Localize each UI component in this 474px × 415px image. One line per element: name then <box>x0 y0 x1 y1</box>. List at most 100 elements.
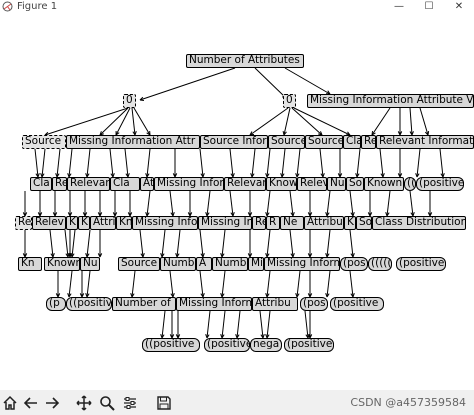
maximize-button[interactable]: ☐ <box>424 1 434 12</box>
forward-button[interactable] <box>42 393 62 412</box>
edge-arrowhead <box>350 212 355 217</box>
tree-node: A <box>196 257 212 271</box>
home-button[interactable] <box>0 393 20 412</box>
tree-node: Attribu <box>304 216 344 230</box>
tree-edge <box>56 148 61 178</box>
tree-edge <box>254 67 287 99</box>
tree-node: Re <box>52 177 67 191</box>
tree-node: (positive <box>284 338 334 352</box>
tree-edge <box>221 270 226 298</box>
tree-edge <box>109 148 114 178</box>
tree-edge <box>371 107 391 136</box>
tree-node: (pos <box>340 257 368 271</box>
figure-canvas[interactable]: Number of Attributes 0 0 Missing Informa… <box>0 14 474 390</box>
tree-edge <box>266 229 271 258</box>
edge-arrowhead <box>307 334 313 339</box>
edge-arrowhead <box>97 212 103 217</box>
edge-arrowhead <box>247 212 253 217</box>
edge-arrowhead <box>205 212 210 217</box>
edge-arrowhead <box>409 131 414 136</box>
edge-arrowhead <box>52 212 58 217</box>
tree-node: Nu <box>327 177 346 191</box>
edge-arrowhead <box>295 293 300 298</box>
tree-edge <box>146 148 151 178</box>
tree-node: Missing Information Attribute V <box>307 94 474 108</box>
edge-arrowhead <box>170 212 175 217</box>
tree-edge <box>49 229 54 258</box>
tree-node: Re <box>361 135 376 149</box>
tree-node: Cla <box>30 177 52 191</box>
edge-arrowhead <box>140 253 145 258</box>
edge-arrowhead <box>97 253 103 258</box>
pan-icon <box>76 394 92 411</box>
edge-arrowhead <box>350 293 355 298</box>
tree-edge <box>161 310 166 339</box>
tree-edge <box>131 107 136 136</box>
edge-arrowhead <box>115 130 120 136</box>
tree-edge <box>199 229 204 258</box>
tree-edge <box>229 190 234 217</box>
edge-arrowhead <box>380 173 385 178</box>
tree-edge <box>293 107 351 136</box>
edge-arrowhead <box>249 131 255 136</box>
tree-node: Relevant Informat <box>376 135 474 149</box>
zoom-button[interactable] <box>97 393 117 412</box>
tree-node: Missing Infor <box>132 216 198 230</box>
tree-node: Ne <box>280 216 304 230</box>
tree-node: ((positiv <box>66 297 112 311</box>
tree-edge <box>349 190 354 217</box>
tree-edge <box>115 107 131 136</box>
edge-arrowhead <box>367 212 373 217</box>
tree-node: Source <box>268 135 305 149</box>
tree-node: (pos <box>300 297 328 311</box>
edge-arrowhead <box>70 253 75 258</box>
edge-arrowhead <box>290 253 295 258</box>
tree-edge <box>71 229 76 258</box>
tree-edge <box>206 190 211 217</box>
edge-arrowhead <box>235 334 240 339</box>
tree-edge <box>68 270 73 298</box>
tree-edge <box>169 190 174 217</box>
edge-arrowhead <box>260 334 265 339</box>
back-button[interactable] <box>21 393 41 412</box>
tree-edge <box>266 310 271 339</box>
tree-node: (positive <box>396 257 446 271</box>
tree-node: Numb <box>160 257 196 271</box>
tree-edge <box>409 107 413 136</box>
tree-node: Attri <box>90 216 116 230</box>
tree-edges <box>22 67 445 339</box>
tree-node: Number of <box>112 297 176 311</box>
pan-button[interactable] <box>74 393 94 412</box>
edge-arrowhead <box>40 173 45 178</box>
tree-edge <box>349 229 354 258</box>
tree-node: K <box>344 216 356 230</box>
tree-edge <box>146 190 151 217</box>
tree-node: Kn <box>18 257 42 271</box>
edge-arrowhead <box>175 253 180 258</box>
edge-arrowhead <box>350 253 355 258</box>
edge-arrowhead <box>160 334 165 339</box>
tree-node: R <box>266 216 280 230</box>
tree-edge <box>439 148 444 178</box>
edge-arrowhead <box>160 253 165 258</box>
close-button[interactable]: ✕ <box>454 1 464 12</box>
edge-arrowhead <box>355 173 360 178</box>
tree-edge <box>281 148 286 178</box>
tree-node: Missing Information Attr <box>66 135 200 149</box>
minimize-button[interactable]: — <box>394 1 404 12</box>
edge-arrowhead <box>220 293 225 298</box>
window-title: Figure 1 <box>17 1 58 12</box>
edge-arrowhead <box>146 130 151 136</box>
edge-arrowhead <box>22 253 28 258</box>
save-button[interactable] <box>154 393 174 412</box>
edge-arrowhead <box>247 253 253 258</box>
edge-arrowhead <box>265 334 270 339</box>
tree-edge <box>291 107 323 136</box>
tree-node: (p <box>46 297 66 311</box>
edge-arrowhead <box>290 212 295 217</box>
tree-edge <box>206 310 211 339</box>
tree-node: Known <box>364 177 404 191</box>
configure-subplots-button[interactable] <box>120 393 140 412</box>
tree-edge <box>169 270 174 298</box>
tree-edge <box>199 148 204 178</box>
